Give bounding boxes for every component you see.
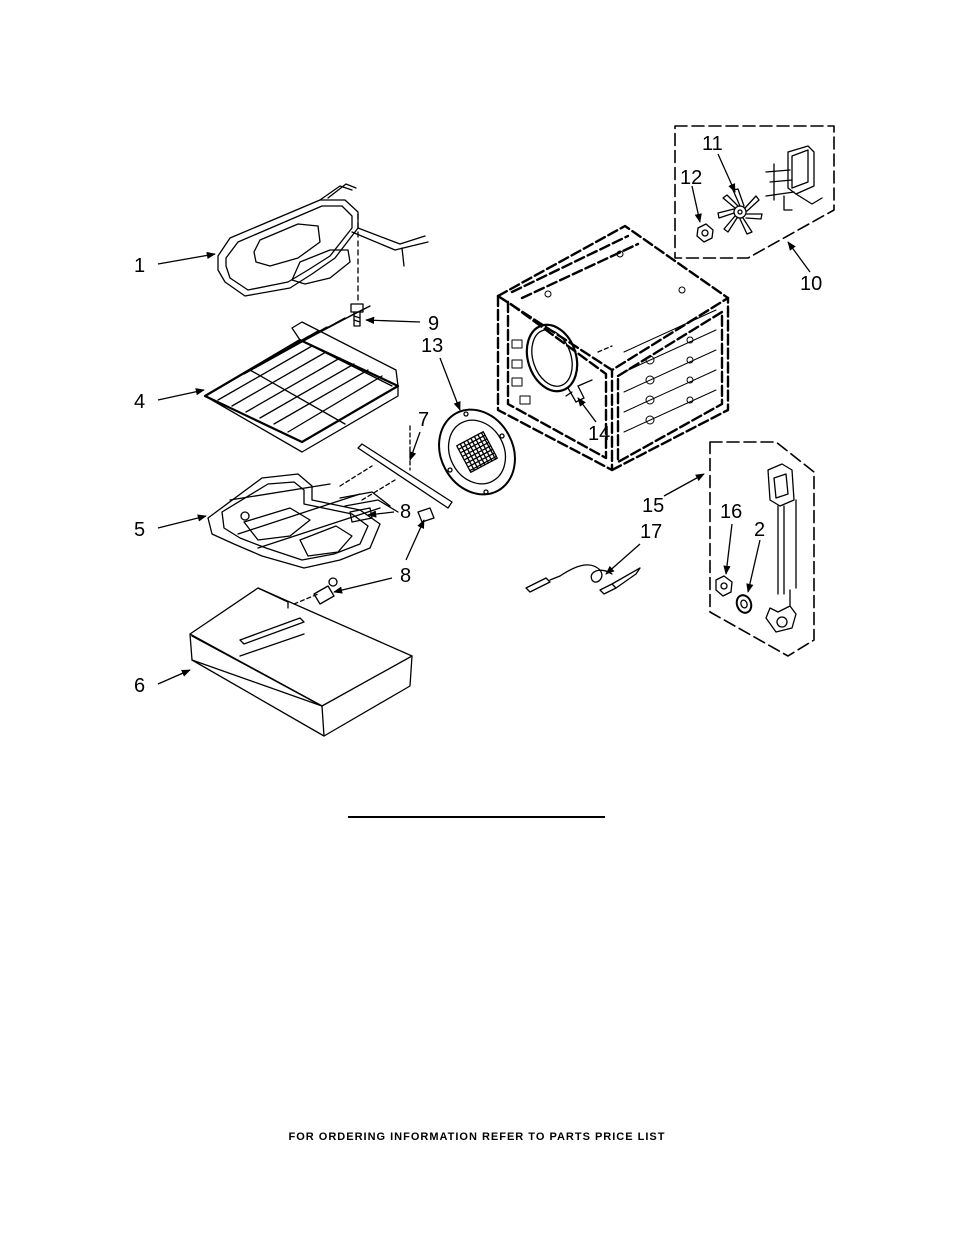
fan-motor-group-box xyxy=(674,125,835,259)
leader-12 xyxy=(691,185,702,223)
broil-element-part xyxy=(217,183,429,301)
callout-12: 12 xyxy=(680,167,702,189)
leader-8a xyxy=(367,510,395,518)
leader-16 xyxy=(723,523,733,575)
leader-6 xyxy=(157,669,191,685)
callout-2: 2 xyxy=(754,519,765,541)
bracket-part xyxy=(339,425,453,509)
bake-element-part xyxy=(207,473,399,587)
leader-13 xyxy=(439,357,461,411)
callout-1: 1 xyxy=(134,255,145,277)
screw-part xyxy=(293,507,435,605)
leader-10 xyxy=(787,241,811,273)
leader-5 xyxy=(157,514,207,529)
leader-8b xyxy=(405,519,425,561)
latch-group-box xyxy=(709,441,815,657)
washer-part xyxy=(735,594,753,614)
leader-4 xyxy=(157,388,205,401)
callout-7: 7 xyxy=(418,409,429,431)
callout-8b: 8 xyxy=(400,565,411,587)
callout-13: 13 xyxy=(421,335,443,357)
fan-blade-part xyxy=(717,188,763,235)
callout-8a: 8 xyxy=(400,501,411,523)
leader-lines xyxy=(157,153,811,685)
callout-5: 5 xyxy=(134,519,145,541)
fan-cover-part xyxy=(438,408,516,496)
drip-tray-part xyxy=(189,587,413,737)
nut-part xyxy=(715,575,733,597)
oven-rack-part xyxy=(203,305,400,453)
leader-2 xyxy=(746,539,761,593)
meat-probe-part xyxy=(525,564,641,595)
fan-motor-part xyxy=(765,145,823,211)
leader-17 xyxy=(605,543,641,575)
callout-6: 6 xyxy=(134,675,145,697)
leader-8c xyxy=(333,577,393,594)
callout-9: 9 xyxy=(428,313,439,335)
leader-15 xyxy=(663,473,705,497)
callout-10: 10 xyxy=(800,273,822,295)
callout-labels: 1 4 5 6 9 13 7 8 8 14 11 12 10 15 16 2 1… xyxy=(134,133,822,697)
nut-part xyxy=(696,223,714,243)
callout-16: 16 xyxy=(720,501,742,523)
callout-14: 14 xyxy=(588,423,610,445)
callout-17: 17 xyxy=(640,521,662,543)
leader-1 xyxy=(157,251,216,265)
callout-4: 4 xyxy=(134,391,145,413)
leader-7 xyxy=(409,431,421,461)
oven-cavity-detail xyxy=(511,250,717,433)
callout-15: 15 xyxy=(642,495,664,517)
callout-11: 11 xyxy=(702,133,723,155)
leader-14 xyxy=(577,397,597,423)
latch-assembly-part xyxy=(765,463,797,633)
ordering-info-footer: FOR ORDERING INFORMATION REFER TO PARTS … xyxy=(288,1131,666,1143)
leader-9 xyxy=(365,316,421,324)
leader-11 xyxy=(717,153,736,193)
